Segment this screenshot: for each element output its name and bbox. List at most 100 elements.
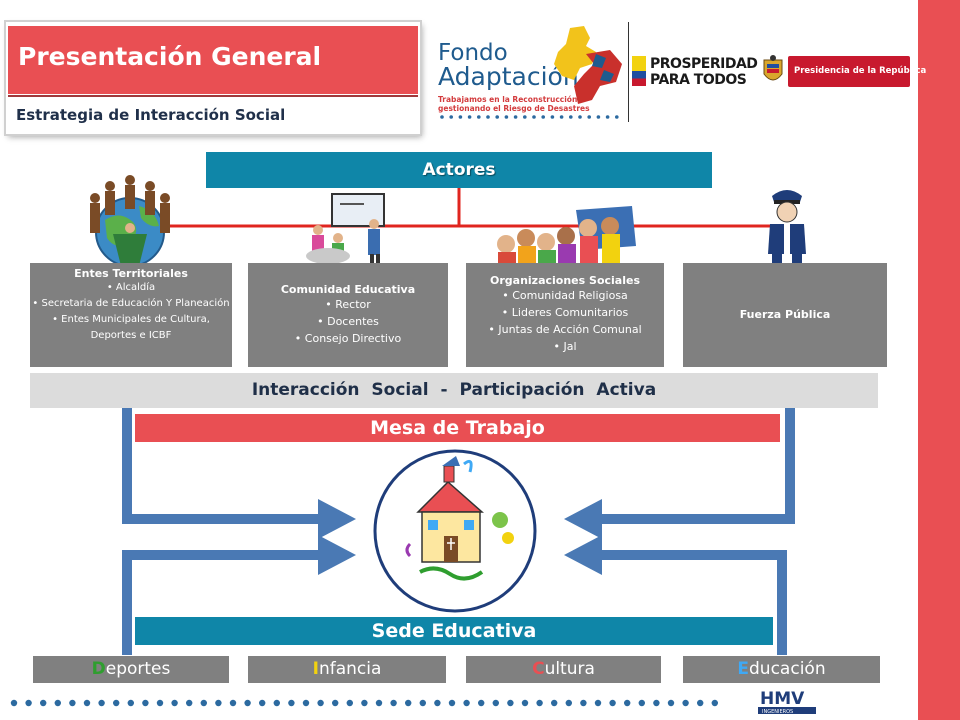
dot [288,699,295,707]
dot [653,699,660,707]
category-rest: ultura [544,659,595,679]
dot [127,699,134,707]
fondo-logo-word2: Adaptación [438,62,579,91]
prosperidad-line1: PROSPERIDAD [650,56,758,72]
mesa-trabajo-label: Mesa de Trabajo [370,417,545,439]
interaccion-label: Interacción Social - Participación Activ… [30,373,878,408]
dot [273,699,280,707]
category-rest: eportes [105,659,171,679]
bottom-dots-decoration [10,699,718,707]
dot [332,699,339,707]
dot [200,699,207,707]
logo-divider [628,22,629,122]
dot [142,699,149,707]
fondo-logo-dots [440,115,619,119]
dot [569,115,573,119]
title-band [8,26,418,94]
actor-list: Rector Docentes Consejo Directivo [248,296,448,347]
list-item: Docentes [248,313,448,330]
dot [83,699,91,707]
dot [587,115,591,119]
dot [215,699,222,707]
interaccion-right: Participación Activa [459,380,657,400]
list-item: Alcaldía [30,280,232,296]
interaccion-left: Interacción Social [251,380,429,400]
flow-arrows [122,405,795,655]
presidencia-badge [788,56,910,87]
fondo-logo-tagline1: Trabajamos en la Reconstrucción [438,95,578,104]
list-item: Comunidad Religiosa [466,287,664,304]
colombia-map-icon [554,26,622,104]
actor-title: Organizaciones Sociales [490,274,640,287]
dot [25,699,32,707]
dot [98,699,105,707]
category-initial: I [312,659,319,679]
school-house-icon [373,449,537,613]
dot [259,699,266,707]
actores-header-label: Actores [422,160,496,180]
dot [504,115,509,119]
dot [507,699,514,707]
dot [229,699,237,707]
dot [54,699,61,707]
police-officer-icon [768,190,806,270]
actores-header-bar [206,152,712,188]
dot [361,699,368,707]
page-title: Presentación General [18,42,322,71]
dot [596,115,601,119]
category-initial: E [737,659,750,679]
list-item: Entes Municipales de Cultura, Deportes e… [30,312,232,344]
actores-connector-lines [90,188,800,228]
dot [419,699,426,707]
hmv-logo-subtext: INGENIEROS [762,709,793,715]
dot [682,699,689,707]
people-globe-icon [90,175,170,267]
page-subtitle: Estrategia de Interacción Social [16,106,286,124]
dot [69,699,76,707]
mesa-trabajo-bar [135,414,780,442]
dot [594,699,602,707]
dot [550,115,555,119]
dot [113,699,120,707]
presidencia-label: Presidencia de la República [794,66,927,76]
dot [10,699,18,707]
actor-box-entes-territoriales: Entes Territoriales Alcaldía Secretaria … [30,263,232,367]
dot [434,699,441,707]
dot [565,699,572,707]
dot [346,699,353,707]
dot [390,699,397,707]
actor-box-comunidad-educativa: Comunidad Educativa Rector Docentes Cons… [248,263,448,367]
right-decorative-stripe [918,0,960,720]
actor-title: Fuerza Pública [739,308,831,321]
fondo-logo-tagline2: gestionando el Riesgo de Desastres [438,104,590,113]
dot [463,699,470,707]
dot [578,115,582,119]
dot [405,699,412,707]
dot [523,115,527,119]
hmv-logo: HMV INGENIEROS [758,689,816,715]
dot [478,699,485,707]
dot [171,699,178,707]
dot [638,699,645,707]
dot [477,115,481,119]
dot [559,115,564,119]
category-deportes: Deportes [33,656,229,683]
fondo-logo-word1: Fondo [438,40,508,66]
actor-box-organizaciones-sociales: Organizaciones Sociales Comunidad Religi… [466,263,664,367]
dot [495,115,499,119]
crowd-icon [497,206,636,264]
dot [605,115,610,119]
dot [486,115,490,119]
dot [186,699,193,707]
dot [624,699,631,707]
dot [448,699,456,707]
dot [667,699,675,707]
coat-of-arms-icon [763,55,783,81]
title-divider [8,95,418,97]
category-initial: D [91,659,106,679]
actor-list: Alcaldía Secretaria de Educación Y Plane… [30,280,232,344]
dot [449,115,453,119]
category-initial: C [532,659,545,679]
interaccion-bar [30,373,878,408]
dot [156,699,164,707]
